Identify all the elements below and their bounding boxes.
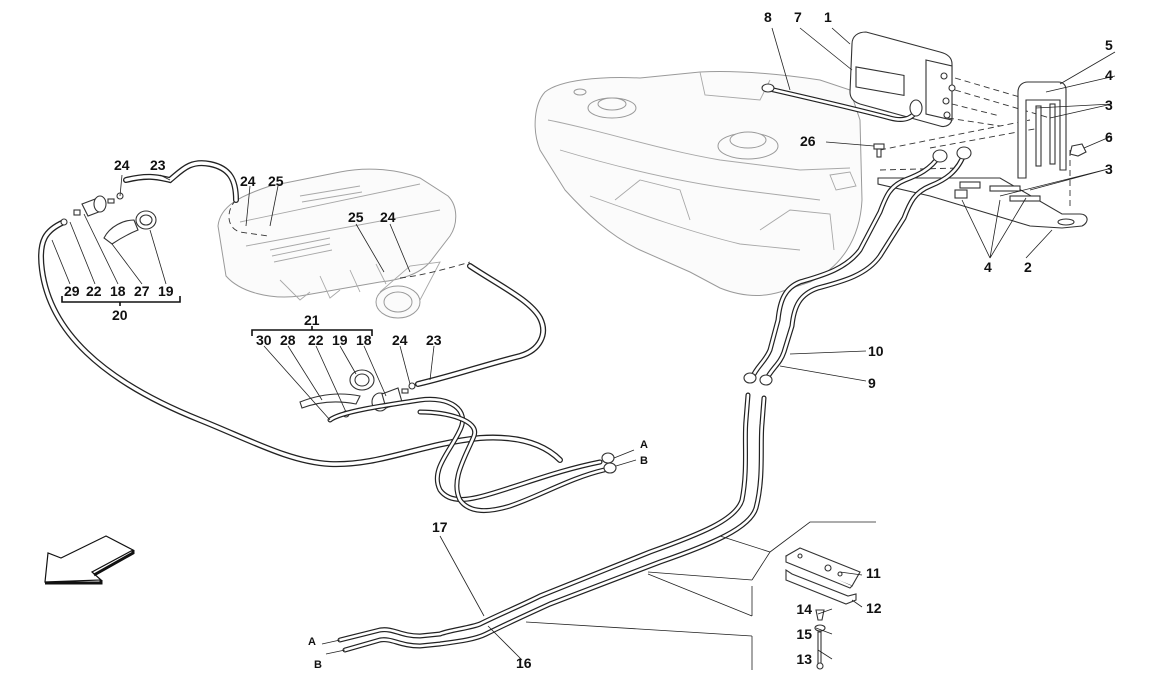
- callout-5[interactable]: 5: [1105, 37, 1113, 53]
- callout-4-top[interactable]: 4: [1105, 67, 1113, 83]
- callout-3-bottom[interactable]: 3: [1105, 161, 1113, 177]
- callout-10[interactable]: 10: [868, 343, 884, 359]
- callout-6[interactable]: 6: [1105, 129, 1113, 145]
- callout-8[interactable]: 8: [764, 9, 772, 25]
- group-20-item-4[interactable]: 27: [134, 283, 150, 299]
- group-21-brace: [251, 326, 373, 336]
- callout-12[interactable]: 12: [866, 600, 882, 616]
- carbon-canister[interactable]: [849, 31, 956, 128]
- callout-24-mid[interactable]: 24: [380, 209, 396, 225]
- mounting-plate[interactable]: [877, 177, 1088, 229]
- group-20-item-5[interactable]: 19: [158, 283, 174, 299]
- group-21-item-1[interactable]: 30: [256, 332, 272, 348]
- fuel-tank: [534, 70, 863, 296]
- callout-23-low[interactable]: 23: [426, 332, 442, 348]
- connector-a-left[interactable]: A: [308, 636, 316, 648]
- callout-9[interactable]: 9: [868, 375, 876, 391]
- group-20-item-2[interactable]: 22: [86, 283, 102, 299]
- callout-13[interactable]: 13: [796, 651, 812, 667]
- group-21-item-3[interactable]: 22: [308, 332, 324, 348]
- callout-labels: 1 7 8 5 4 3 6 3 4 2 26 10 9 11 12 14 15 …: [64, 9, 1113, 671]
- pipe-clip[interactable]: [785, 547, 861, 589]
- front-of-vehicle-arrow: [44, 535, 135, 585]
- long-vapour-lines[interactable]: [337, 392, 767, 653]
- engine-intake-manifold: [217, 168, 457, 319]
- group-20-item-1[interactable]: 29: [64, 283, 80, 299]
- callout-16[interactable]: 16: [516, 655, 532, 671]
- front-loop-pipes[interactable]: [327, 396, 617, 513]
- callout-25-engine[interactable]: 25: [268, 173, 284, 189]
- callout-24-top[interactable]: 24: [114, 157, 130, 173]
- callout-3-top[interactable]: 3: [1105, 97, 1113, 113]
- callout-4-bottom[interactable]: 4: [984, 259, 992, 275]
- purge-valve-upper[interactable]: [60, 192, 124, 226]
- vent-pipe[interactable]: [761, 83, 923, 122]
- callout-24-engine[interactable]: 24: [240, 173, 256, 189]
- valve-bracket-upper[interactable]: [103, 210, 157, 245]
- callout-7[interactable]: 7: [794, 9, 802, 25]
- lower-purge-hose-23[interactable]: [415, 263, 547, 387]
- connector-a-right[interactable]: A: [640, 439, 648, 451]
- group-20-brace: [61, 296, 181, 306]
- connector-b-right[interactable]: B: [640, 455, 648, 467]
- callout-24-low[interactable]: 24: [392, 332, 408, 348]
- clamp-19-lower[interactable]: [349, 369, 375, 391]
- callout-26[interactable]: 26: [800, 133, 816, 149]
- callout-2[interactable]: 2: [1024, 259, 1032, 275]
- group-20-label[interactable]: 20: [112, 307, 128, 323]
- group-21-item-5[interactable]: 18: [356, 332, 372, 348]
- callout-17[interactable]: 17: [432, 519, 448, 535]
- callout-15[interactable]: 15: [796, 626, 812, 642]
- connector-b-left[interactable]: B: [314, 659, 322, 671]
- canister-bracket[interactable]: [1017, 81, 1067, 179]
- nut[interactable]: [1069, 143, 1087, 157]
- clip-support[interactable]: [785, 568, 857, 605]
- clip-fasteners[interactable]: [814, 609, 826, 670]
- left-long-hose-29[interactable]: [38, 219, 563, 468]
- group-21-item-2[interactable]: 28: [280, 332, 296, 348]
- callout-25-mid[interactable]: 25: [348, 209, 364, 225]
- bolt[interactable]: [873, 143, 885, 158]
- callout-23-top[interactable]: 23: [150, 157, 166, 173]
- tank-to-canister-pipes[interactable]: [743, 146, 972, 386]
- group-21-item-4[interactable]: 19: [332, 332, 348, 348]
- lower-hose-28[interactable]: [299, 393, 361, 409]
- group-20-item-3[interactable]: 18: [110, 283, 126, 299]
- callout-11[interactable]: 11: [866, 565, 881, 581]
- throttle-body: [375, 261, 441, 319]
- leader-lines: [51, 27, 1116, 670]
- left-purge-hose-23[interactable]: [123, 160, 239, 203]
- callout-1[interactable]: 1: [824, 9, 832, 25]
- group-21-label[interactable]: 21: [304, 312, 320, 328]
- engine-hose-routing: [228, 199, 471, 279]
- callout-14[interactable]: 14: [796, 601, 812, 617]
